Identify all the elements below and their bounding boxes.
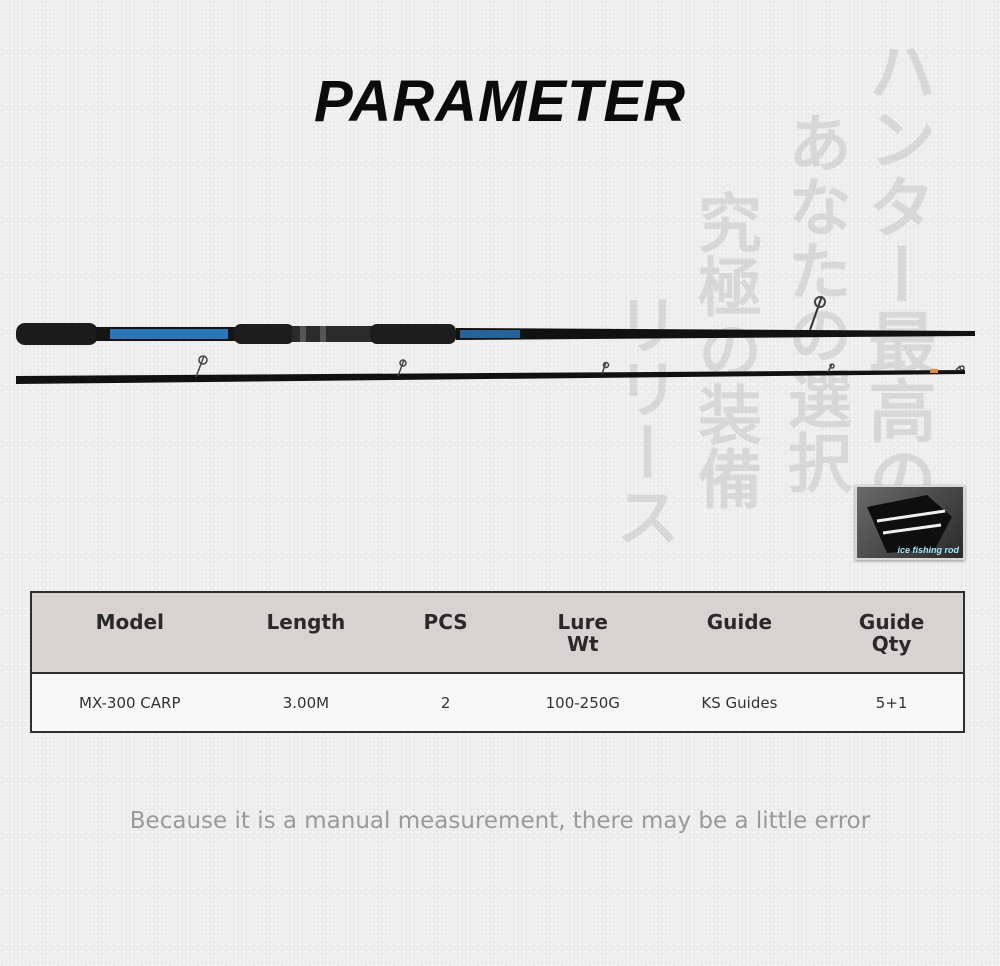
table-cell: 5+1 (820, 673, 964, 732)
calligraphy-text: 究極の装備 (687, 190, 762, 510)
rod-butt-section (16, 295, 975, 345)
table-cell: 3.00M (227, 673, 385, 732)
column-header-line: Lure (557, 610, 608, 634)
brand-logo-badge: ice fishing rod (855, 485, 965, 560)
column-header: PCS (384, 592, 507, 674)
measurement-note: Because it is a manual measurement, ther… (129, 808, 871, 834)
table-cell: 100-250G (506, 673, 659, 732)
background-calligraphy-1: ハンター最高の (856, 36, 936, 512)
table-cell: MX-300 CARP (31, 673, 228, 732)
column-header-line: Qty (871, 632, 912, 656)
column-header-line: Model (95, 610, 164, 634)
background-calligraphy-3: 究極の装備 (687, 190, 762, 510)
column-header: Length (227, 592, 385, 674)
column-header-line: Guide (858, 610, 925, 634)
badge-label: ice fishing rod (897, 545, 959, 555)
column-header-line: Length (266, 610, 346, 634)
column-header-line: Guide (706, 610, 773, 634)
column-header-line: Wt (566, 632, 599, 656)
brand-emblem-icon (867, 495, 952, 553)
column-header: Model (31, 592, 228, 674)
column-header: Guide (658, 592, 821, 674)
rod-tip-section (16, 355, 965, 384)
fishing-rod-image (16, 295, 975, 384)
calligraphy-text: ハンター最高の (856, 36, 936, 512)
column-header-line: PCS (423, 610, 468, 634)
table-cell: KS Guides (658, 673, 821, 732)
page-title: PARAMETER (313, 69, 687, 134)
table-cell: 2 (384, 673, 507, 732)
